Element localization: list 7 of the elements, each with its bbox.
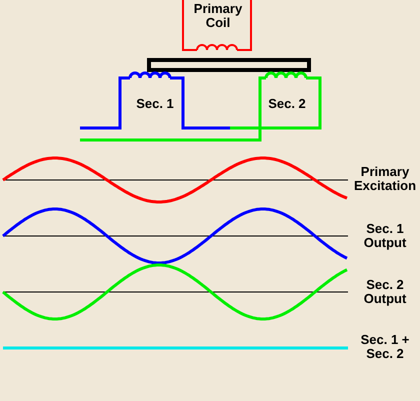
coil-label: Primary Coil [192,2,244,30]
wave-label: Sec. 1 Output [362,222,408,250]
coil-label: Sec. 2 [267,97,307,111]
wave-label: Primary Excitation [352,165,418,193]
wave-label: Sec. 1 + Sec. 2 [360,333,410,361]
coil-label: Sec. 1 [135,97,175,111]
wave-label: Sec. 2 Output [362,278,408,306]
